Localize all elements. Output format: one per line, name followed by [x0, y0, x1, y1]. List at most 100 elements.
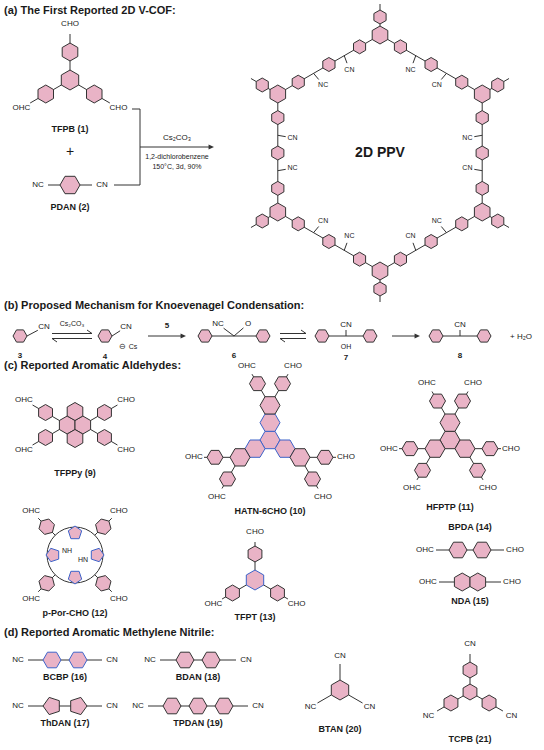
compound-label: 8	[458, 352, 462, 361]
group-label: 150°C, 3d, 90%	[152, 163, 201, 171]
aromatic-ring	[230, 449, 250, 466]
bond-line	[234, 328, 243, 336]
aromatic-ring	[220, 472, 236, 486]
aromatic-ring	[331, 680, 348, 700]
group-label: OHC	[419, 578, 437, 587]
group-label: CN	[38, 323, 50, 332]
bond-line	[87, 330, 92, 334]
aromatic-ring	[60, 176, 80, 193]
aromatic-ring	[476, 146, 488, 160]
aromatic-ring	[270, 85, 286, 103]
aromatic-ring	[474, 203, 490, 221]
aromatic-ring	[256, 214, 268, 228]
bond-line	[344, 56, 347, 64]
bond-line	[220, 660, 236, 661]
group-label: OHC	[15, 446, 33, 455]
group-label: OHC	[238, 361, 256, 370]
compound-label: TPDAN (19)	[173, 719, 223, 729]
aromatic-ring	[98, 330, 112, 342]
aromatic-ring	[270, 203, 286, 221]
aromatic-ring	[482, 695, 496, 711]
aromatic-ring	[374, 282, 386, 296]
group-label: CN	[318, 217, 328, 225]
group-label: Cs₂CO₃	[60, 320, 85, 328]
bond-line	[280, 339, 285, 343]
bond-line	[140, 147, 212, 148]
group-label: OHC	[22, 507, 40, 516]
bond-line	[413, 56, 416, 64]
group-label: NC	[132, 702, 144, 711]
compound-label: TFPPy (9)	[54, 469, 96, 479]
aromatic-ring	[482, 442, 498, 456]
group-label: OHC	[418, 378, 436, 387]
compound-label: BDAN (18)	[176, 673, 221, 683]
compound-label: 2D PPV	[355, 145, 405, 160]
bond-line	[160, 660, 176, 661]
group-label: CHO	[284, 361, 302, 370]
bond-line	[52, 338, 92, 339]
aromatic-ring	[474, 85, 490, 103]
aromatic-ring	[354, 40, 366, 54]
aromatic-ring	[207, 450, 223, 464]
aromatic-ring	[87, 85, 103, 103]
group-label: ⊖	[119, 343, 126, 352]
group-label: CHO	[117, 396, 135, 405]
group-label: OHC	[205, 600, 223, 609]
bond-layer	[27, 4, 509, 711]
bond-line	[346, 330, 347, 336]
compound-label: BCBP (16)	[43, 673, 87, 683]
group-label: NC	[305, 703, 317, 712]
bond-line	[344, 243, 347, 251]
group-label: CN	[454, 321, 466, 330]
compound-label: TFPT (13)	[234, 613, 275, 623]
aromatic-ring	[98, 405, 112, 421]
group-label: CN	[340, 321, 352, 330]
group-label: O	[245, 320, 251, 329]
bond-line	[380, 35, 482, 94]
aromatic-ring	[62, 43, 78, 61]
group-label: OHC	[403, 484, 421, 493]
bond-line	[233, 706, 248, 707]
group-label: NC	[12, 702, 24, 711]
group-label: NC	[212, 320, 224, 329]
group-label: CN	[240, 656, 252, 665]
bond-line	[474, 135, 482, 136]
aromatic-ring	[215, 698, 233, 714]
group-label: OHC	[380, 444, 398, 453]
aromatic-ring	[198, 330, 212, 342]
group-label: NC	[288, 164, 298, 172]
bond-line	[301, 330, 306, 334]
aromatic-ring	[323, 235, 335, 249]
aromatic-ring	[477, 330, 491, 342]
group-label: CHO	[110, 104, 128, 113]
aromatic-ring	[315, 330, 329, 342]
compound-label: BPDA (14)	[448, 523, 492, 533]
aromatic-ring	[39, 405, 53, 421]
bond-line	[148, 336, 184, 337]
aromatic-ring	[71, 697, 87, 714]
aromatic-ring	[425, 235, 437, 249]
bond-line	[439, 582, 454, 583]
group-label: OHC	[15, 396, 33, 405]
group-label: NC	[12, 656, 24, 665]
aromatic-ring	[163, 698, 181, 714]
aromatic-ring	[68, 526, 81, 539]
group-label: +	[66, 144, 74, 159]
bond-line	[380, 4, 381, 10]
group-label: CHO	[61, 20, 79, 29]
compound-label: (d) Reported Aromatic Methylene Nitrile:	[4, 626, 214, 638]
bond-line	[278, 135, 286, 136]
aromatic-ring	[256, 78, 268, 92]
aromatic-ring	[43, 697, 59, 714]
bond-line	[278, 169, 286, 170]
bond-line	[27, 330, 38, 336]
group-label: CHO	[337, 453, 355, 462]
group-label: CN	[334, 652, 346, 661]
bond-line	[392, 336, 418, 337]
compound-label: (b) Proposed Mechanism for Knoevenagel C…	[4, 299, 304, 311]
compound-label: PDAN (2)	[50, 203, 89, 213]
aromatic-ring	[176, 652, 194, 668]
aromatic-ring	[248, 546, 262, 562]
compound-label: 6	[232, 352, 236, 361]
